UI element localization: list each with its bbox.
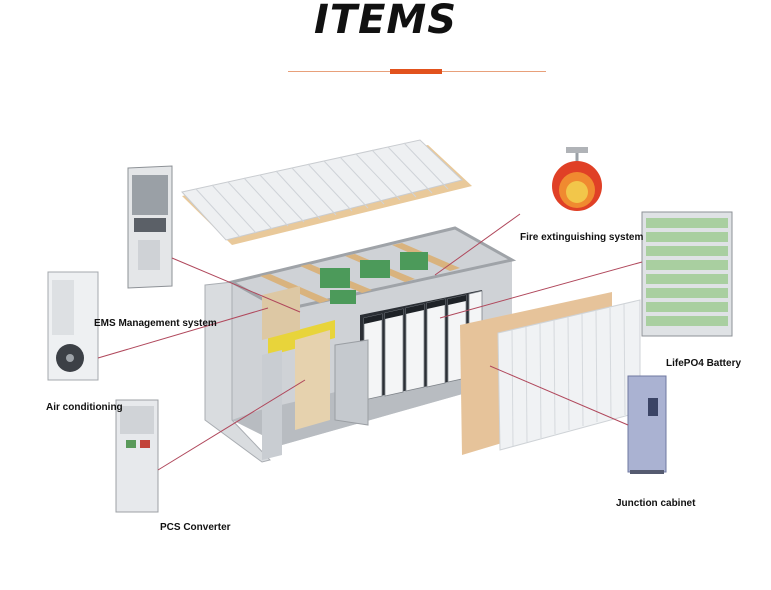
roof-panel xyxy=(181,139,472,245)
label-lifepo4-battery: LifePO4 Battery xyxy=(666,358,742,369)
pcs-converter xyxy=(115,399,159,513)
label-pcs-converter: PCS Converter xyxy=(160,522,231,533)
title-underline-accent xyxy=(390,69,442,74)
label-junction-cabinet: Junction cabinet xyxy=(616,498,696,509)
ems-cabinet xyxy=(127,165,173,289)
container-body xyxy=(204,226,517,463)
label-fire-extinguishing-system: Fire extinguishing system xyxy=(520,232,644,243)
lifepo4-battery-rack xyxy=(641,211,733,337)
page-title: ITEMS xyxy=(313,0,458,43)
label-air-conditioning: Air conditioning xyxy=(46,402,123,413)
fire-extinguisher xyxy=(552,147,602,211)
leader-lines xyxy=(97,213,643,471)
air-conditioning-unit xyxy=(47,271,99,381)
side-wall-panel xyxy=(460,292,641,455)
label-ems-management-system: EMS Management system xyxy=(94,318,217,329)
junction-cabinet xyxy=(627,375,667,474)
